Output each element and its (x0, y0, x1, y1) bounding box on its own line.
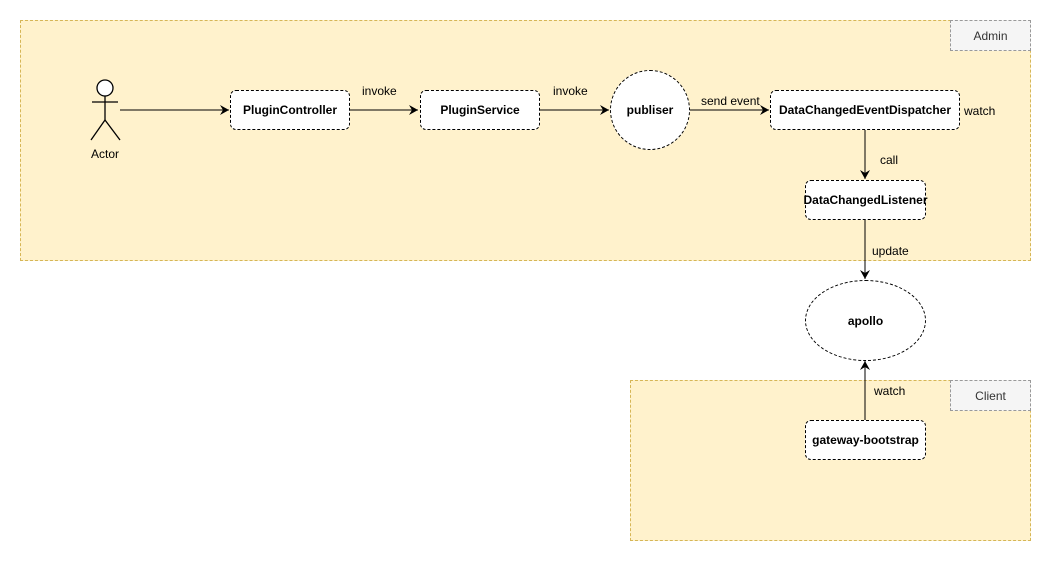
admin-frame-label: Admin (950, 20, 1031, 51)
actor-figure (90, 79, 121, 141)
edge-label-update: update (872, 244, 909, 258)
edge-label-watch-client: watch (874, 384, 906, 398)
actor-label: Actor (91, 147, 120, 161)
edge-label-watch-dispatcher: watch (964, 104, 996, 118)
publiser-node[interactable]: publiser (610, 70, 690, 150)
edge-label-call: call (880, 153, 899, 167)
edge-label-send-event: send event (701, 94, 760, 108)
apollo-node[interactable]: apollo (805, 280, 926, 361)
dispatcher-node[interactable]: DataChangedEventDispatcher (770, 90, 960, 130)
plugin-service-node[interactable]: PluginService (420, 90, 540, 130)
admin-frame (20, 20, 1031, 261)
gateway-bootstrap-node[interactable]: gateway-bootstrap (805, 420, 926, 460)
plugin-controller-node[interactable]: PluginController (230, 90, 350, 130)
listener-node[interactable]: DataChangedListener (803, 180, 928, 220)
client-frame-label: Client (950, 380, 1031, 411)
edge-label-invoke-2: invoke (553, 84, 588, 98)
edge-label-invoke-1: invoke (362, 84, 397, 98)
